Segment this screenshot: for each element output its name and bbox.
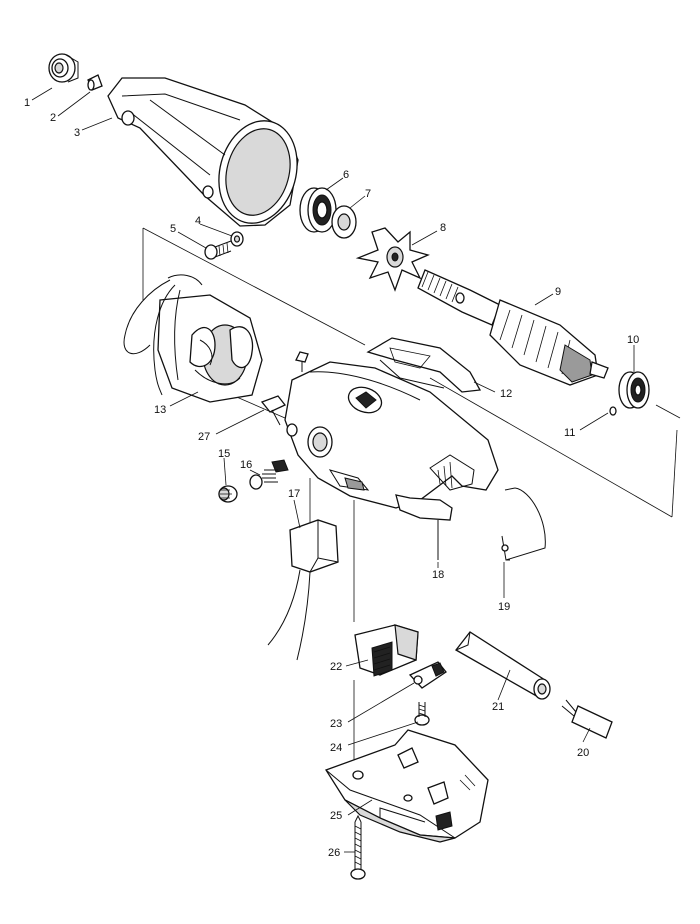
part-19-spring-clip	[501, 487, 546, 561]
label-part-20: 20	[577, 747, 589, 759]
label-part-16: 16	[240, 459, 252, 471]
part-5-screw	[204, 240, 232, 260]
label-part-2: 2	[50, 112, 56, 124]
part-24-screw	[414, 702, 430, 726]
part-16-carbon-brush	[249, 459, 289, 490]
label-part-23: 23	[330, 718, 342, 730]
label-part-13: 13	[154, 404, 166, 416]
part-23-terminal	[408, 661, 447, 689]
part-20-cord	[561, 699, 613, 739]
part-9-armature	[417, 269, 609, 386]
label-part-18: 18	[432, 569, 444, 581]
part-11-pin	[609, 406, 617, 416]
part-6-bearing	[299, 187, 337, 233]
leader-lines	[31, 87, 635, 853]
label-part-12: 12	[500, 388, 512, 400]
part-25-rear-cover	[325, 729, 489, 843]
label-part-25: 25	[330, 810, 342, 822]
label-part-19: 19	[498, 601, 510, 613]
part-3-front-housing	[107, 77, 299, 227]
label-part-21: 21	[492, 701, 504, 713]
label-part-6: 6	[343, 169, 349, 181]
label-part-17: 17	[288, 488, 300, 500]
label-part-4: 4	[195, 215, 201, 227]
part-7-washer	[331, 205, 357, 239]
label-part-10: 10	[627, 334, 639, 346]
label-part-8: 8	[440, 222, 446, 234]
label-part-15: 15	[218, 448, 230, 460]
part-21-cord-guard	[455, 631, 551, 700]
part-13-field-coil	[123, 274, 263, 403]
part-labels: 1 2 3 4 5 6 7 8 9 10 11 12 13 15 16 17 1…	[24, 97, 639, 859]
part-8-fan	[355, 227, 430, 292]
label-part-3: 3	[74, 127, 80, 139]
part-1-nut	[48, 53, 79, 83]
label-part-1: 1	[24, 97, 30, 109]
label-part-7: 7	[365, 188, 371, 200]
label-part-11: 11	[564, 427, 575, 439]
assembly-lines	[142, 227, 681, 760]
label-part-26: 26	[328, 847, 340, 859]
label-part-5: 5	[170, 223, 176, 235]
part-10-bearing	[618, 371, 650, 409]
part-4-washer	[230, 231, 244, 247]
part-26-screw	[350, 814, 366, 880]
label-part-9: 9	[555, 286, 561, 298]
label-part-22: 22	[330, 661, 342, 673]
motor-housing	[284, 351, 499, 521]
part-2-collet-cone	[87, 74, 103, 91]
label-part-24: 24	[330, 742, 342, 754]
part-17-noise-suppressor	[267, 519, 339, 661]
part-15-brush-cap	[218, 485, 238, 503]
part-27-brush-holder	[260, 395, 287, 426]
part-22-switch	[354, 624, 419, 677]
part-12-cover	[366, 337, 482, 393]
label-part-27: 27	[198, 431, 210, 443]
